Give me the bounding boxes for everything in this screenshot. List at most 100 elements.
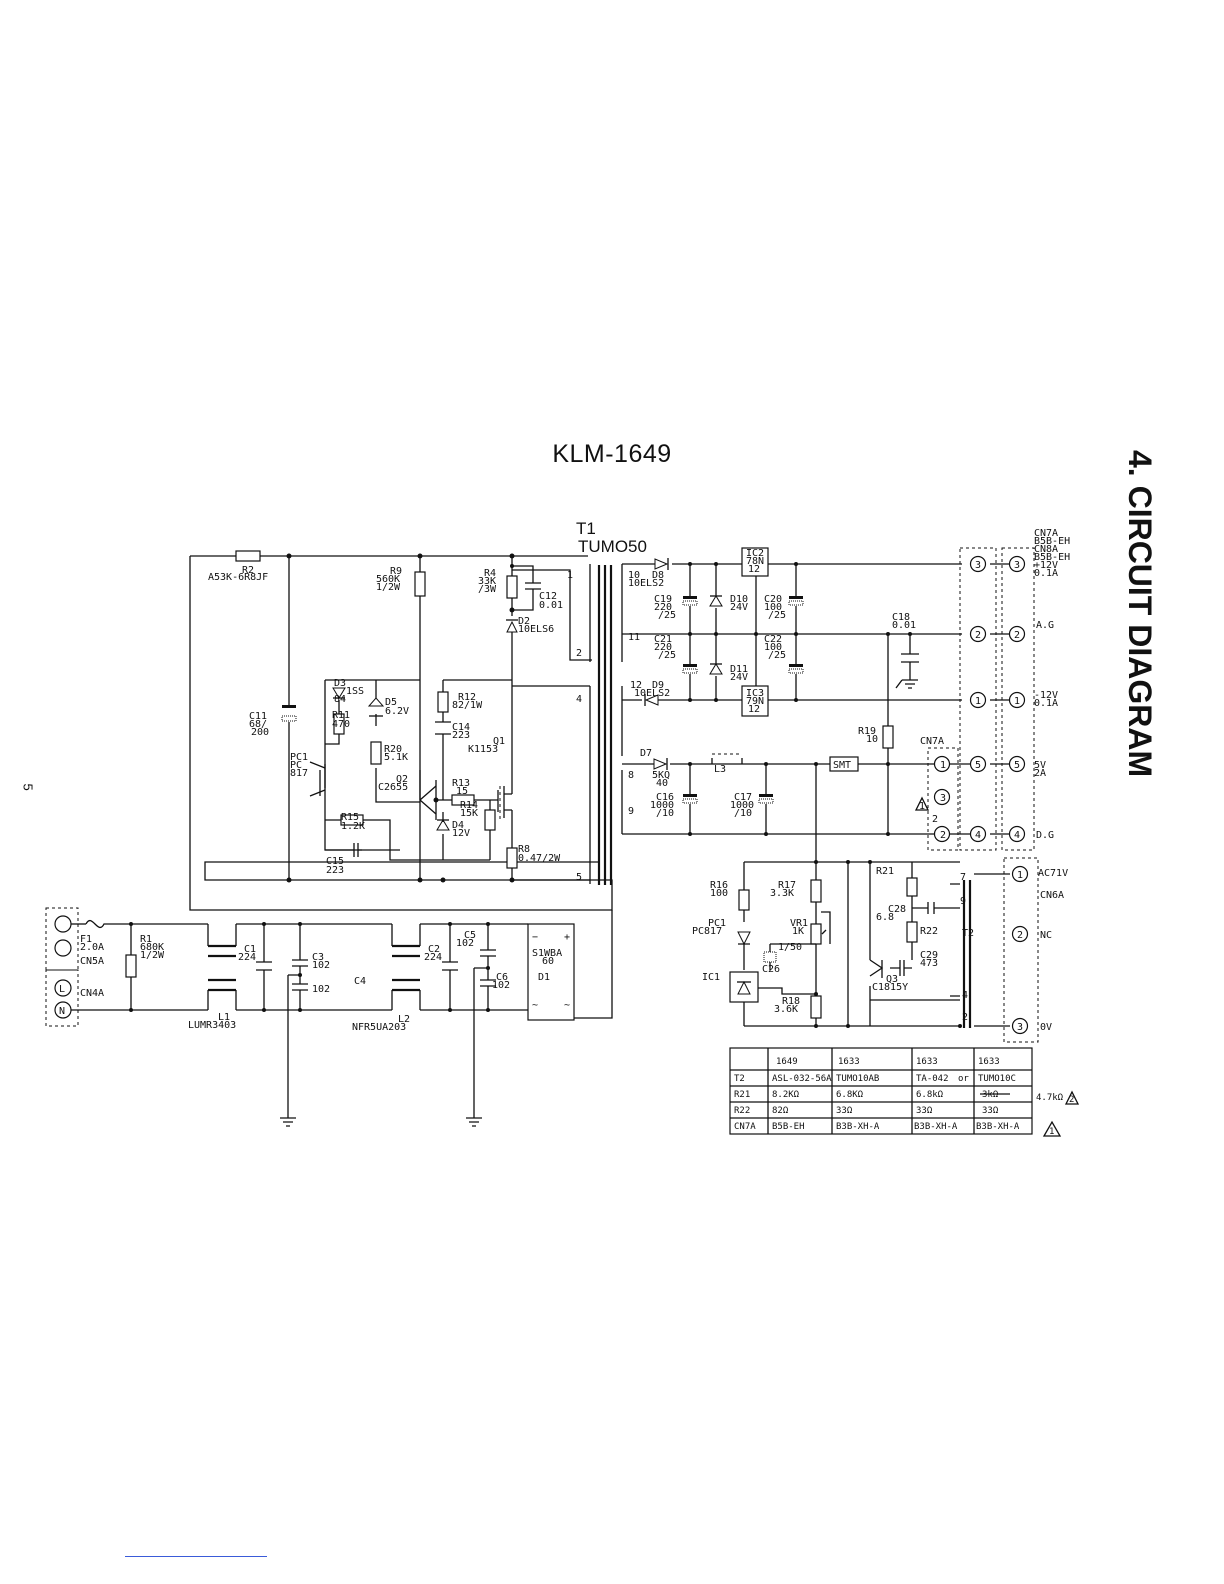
- conn-header-3: CN8A: [1034, 544, 1058, 555]
- pc1-part: PC: [290, 760, 302, 771]
- c4-label: C4: [354, 976, 366, 987]
- d2-part: 10ELS6: [518, 624, 554, 635]
- c29-value: 473: [920, 958, 938, 969]
- c6-label: C6: [496, 972, 508, 983]
- l2-label: L2: [398, 1014, 410, 1025]
- table-row-t2-c3: TA-042: [916, 1074, 949, 1084]
- cn8-pin4: 4: [1014, 830, 1020, 841]
- warning-1-icon: [914, 796, 930, 811]
- c18-label: C18: [892, 612, 910, 623]
- primary-wiring: [189, 550, 613, 911]
- transformer-t1-core: [597, 565, 613, 885]
- table-row-t2-label: T2: [734, 1074, 745, 1084]
- out-dg: D.G: [1036, 830, 1054, 841]
- live-label: L: [59, 984, 65, 995]
- q3-part: C1815Y: [872, 982, 908, 993]
- d1-part: S1WBA: [532, 948, 562, 959]
- cn6-pin2: 2: [1017, 930, 1023, 941]
- t2-pin7: 7: [960, 872, 966, 883]
- cn6-pin3: 3: [1017, 1022, 1023, 1033]
- cn7a-pin3: 3: [940, 793, 946, 804]
- ic1-label: IC1: [702, 972, 720, 983]
- c14-value: 223: [452, 730, 470, 741]
- table-row-cn7a-c3: B3B-XH-A: [914, 1122, 958, 1132]
- cn7a-pin2-note: 2: [932, 814, 938, 825]
- out-ac71: AC71V: [1038, 868, 1068, 879]
- t2-pin4: 4: [962, 990, 968, 1001]
- c11-voltage: 200: [251, 727, 269, 738]
- ic2-part2: 12: [748, 564, 760, 575]
- pin-4-primary: 4: [576, 694, 582, 705]
- out-cn6a: CN6A: [1040, 890, 1064, 901]
- c28-value: 6.8: [876, 912, 894, 923]
- c16-voltage: /10: [656, 808, 674, 819]
- pin-5-primary: 5: [576, 872, 582, 883]
- d1-label: D1: [538, 972, 550, 983]
- l1-label: L1: [218, 1012, 230, 1023]
- r22-label: R22: [920, 926, 938, 937]
- r9-value: 560K: [376, 574, 400, 585]
- d1-minus: +: [564, 932, 570, 943]
- t2-label: T2: [962, 928, 974, 939]
- c20-voltage: /25: [768, 610, 786, 621]
- d9-label: D9: [652, 680, 664, 691]
- out-p5-amp: 2A: [1034, 768, 1046, 779]
- r1-label: R1: [140, 934, 152, 945]
- c5-value: 102: [456, 938, 474, 949]
- d1-ac1: ~: [532, 1000, 538, 1011]
- table-note-extra: 4.7kΩ: [1036, 1093, 1064, 1103]
- conn-header-4: B5B-EH: [1034, 552, 1070, 563]
- c20-value: 100: [764, 602, 782, 613]
- r14-value: 15K: [460, 808, 478, 819]
- cn7-pin4: 4: [975, 830, 981, 841]
- cn7-pin5: 5: [975, 760, 981, 771]
- cn5a-label: CN5A: [80, 956, 104, 967]
- table-row-r21-c4: 3kΩ: [982, 1090, 999, 1100]
- ac-input-wiring: [71, 910, 613, 1127]
- f1-label: F1: [80, 934, 92, 945]
- c18-value: 0.01: [892, 620, 916, 631]
- pc1-label: PC1: [290, 752, 308, 763]
- r2-part: A53K-6R8JF: [208, 572, 268, 583]
- l1-part: LUMR3403: [188, 1020, 236, 1031]
- c19-label: C19: [654, 594, 672, 605]
- r17-value: 3.3K: [770, 888, 794, 899]
- ground-symbols: [895, 679, 903, 689]
- d8-label: D8: [652, 570, 664, 581]
- table-row-t2-c2: TUMO10AB: [836, 1074, 879, 1084]
- c21-value: 220: [654, 642, 672, 653]
- c19-voltage: /25: [658, 610, 676, 621]
- out-nc: NC: [1040, 930, 1052, 941]
- variant-table: 1649 1633 1633 1633 T2 ASL-032-56A TUMO1…: [729, 1047, 1074, 1137]
- cn7a-label: CN7A: [920, 736, 944, 747]
- table-row-cn7a-label: CN7A: [734, 1122, 756, 1132]
- r8-label: R8: [518, 844, 530, 855]
- warning-2-icon: [1064, 1090, 1080, 1105]
- f1-value: 2.0A: [80, 942, 104, 953]
- pin-12: 12: [630, 680, 642, 691]
- table-row-cn7a-c1: B5B-EH: [772, 1122, 805, 1132]
- c21-voltage: /25: [658, 650, 676, 661]
- ic3-label: IC3: [746, 688, 764, 699]
- table-row-r21-c1: 8.2KΩ: [772, 1090, 800, 1100]
- d1-part2: 60: [542, 956, 554, 967]
- r12-label: R12: [458, 692, 476, 703]
- ic3-part2: 12: [748, 704, 760, 715]
- c12-label: C12: [539, 591, 557, 602]
- r1-watt: 1/2W: [140, 950, 165, 961]
- warning-1b-text: 1: [1049, 1127, 1054, 1137]
- d9-part: 10ELS2: [634, 688, 670, 699]
- out-p12-amp: 0.1A: [1034, 568, 1058, 579]
- r9-watt: 1/2W: [376, 582, 401, 593]
- cn7a-pin2: 2: [940, 830, 946, 841]
- c26-voltage: 1/50: [778, 942, 802, 953]
- r18-label: R18: [782, 996, 800, 1007]
- d3-label: D3: [334, 678, 346, 689]
- d8-part: 10ELS2: [628, 578, 664, 589]
- pc1-part2: 817: [290, 768, 308, 779]
- table-row-r21-c3: 6.8kΩ: [916, 1090, 944, 1100]
- cn7-pin1: 1: [975, 696, 981, 707]
- page-title: KLM-1649: [552, 440, 672, 468]
- r13-value: 15: [456, 786, 468, 797]
- footer-rule: [125, 1556, 267, 1557]
